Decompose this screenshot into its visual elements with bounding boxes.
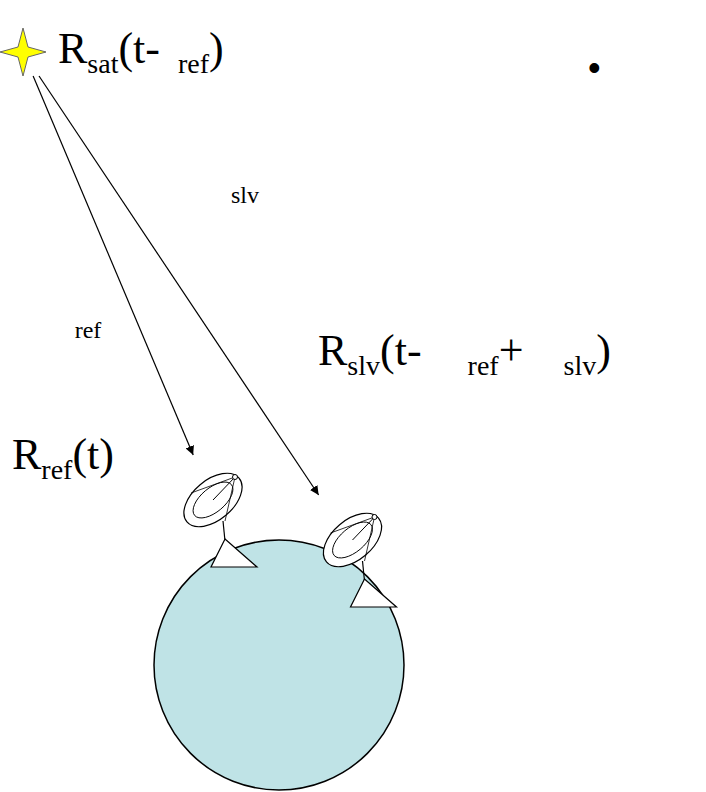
symbol-text: (t- bbox=[118, 24, 160, 73]
signal-path-arrow bbox=[33, 76, 193, 455]
symbol-text: R bbox=[58, 24, 87, 73]
star-symbol bbox=[0, 28, 46, 76]
symbol-text: + bbox=[499, 326, 524, 375]
delay-label: slv bbox=[229, 183, 261, 207]
subscript-text: ref bbox=[178, 48, 209, 79]
symbol-text: ) bbox=[596, 326, 611, 375]
slave-antenna: Rslv(t-ref+slv) bbox=[312, 495, 402, 610]
antenna-symbol bbox=[314, 503, 397, 607]
symbol-text: (t) bbox=[72, 430, 114, 479]
satellite-shape bbox=[0, 28, 46, 76]
symbol-text: R bbox=[12, 430, 41, 479]
bullet-mark: • bbox=[588, 50, 601, 86]
subscript-text: slv bbox=[563, 350, 596, 381]
antenna-symbol bbox=[174, 463, 257, 567]
satellite-node: Rsat(t-ref) bbox=[0, 28, 46, 76]
symbol-text: (t- bbox=[380, 326, 422, 375]
delay-label: ref bbox=[73, 318, 104, 342]
symbol-text: R bbox=[318, 326, 347, 375]
position-label: Rref(t) bbox=[12, 433, 114, 484]
subscript-text: slv bbox=[347, 350, 380, 381]
subscript-text: ref bbox=[41, 454, 72, 485]
signal-path-arrow bbox=[39, 76, 319, 495]
subscript-text: ref bbox=[468, 350, 499, 381]
position-label: Rsat(t-ref) bbox=[58, 27, 224, 78]
position-label: Rslv(t-ref+slv) bbox=[318, 329, 611, 380]
reference-antenna: Rref(t) bbox=[175, 455, 260, 570]
antenna-shape bbox=[312, 495, 402, 610]
subscript-text: sat bbox=[87, 48, 118, 79]
symbol-text: ) bbox=[209, 24, 224, 73]
antenna-shape bbox=[175, 455, 260, 570]
earth-circle bbox=[154, 540, 404, 790]
